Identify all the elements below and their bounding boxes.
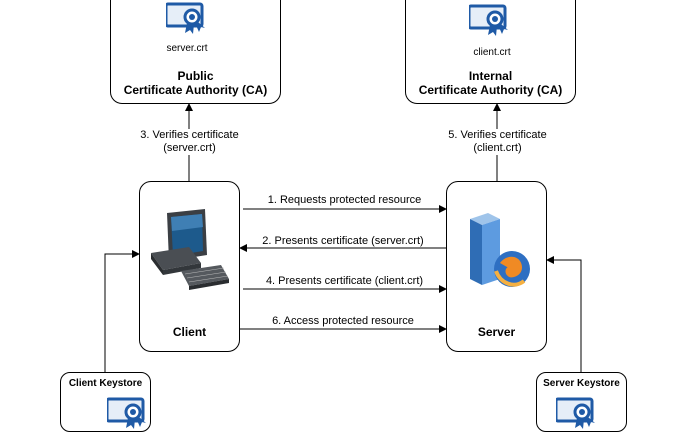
public-ca-title-line2: Certificate Authority (CA) [123,83,268,97]
verify-server-label-line2: (server.crt) [120,142,259,155]
server-label: Server [477,325,516,339]
certificate-icon [469,4,510,38]
public-ca-file: server.crt [166,43,208,54]
verify-server-label-line1: 3. Verifies certificate [120,129,259,142]
client-label: Client [172,325,207,339]
server-icon [470,213,530,287]
internal-ca-title-line2: Certificate Authority (CA) [418,83,563,97]
internal-ca-file: client.crt [473,47,511,58]
desktop-computer-icon [151,209,229,290]
certificate-icon [166,2,207,36]
verify-client-label-line2: (client.crt) [428,142,567,155]
diagram-canvas [104,103,582,372]
step2-label: 2. Presents certificate (server.crt) [262,235,424,247]
step6-label: 6. Access protected resource [272,315,414,327]
client-keystore-connector [104,250,140,372]
server-keystore-connector [546,256,582,372]
certificate-icon [556,397,597,431]
client-keystore-label: Client Keystore [68,378,143,389]
public-ca-title-line1: Public [177,69,214,83]
internal-ca-title-line1: Internal [468,69,513,83]
verify-client-label-line1: 5. Verifies certificate [428,129,567,142]
certificate-icon [107,397,148,431]
step4-label: 4. Presents certificate (client.crt) [265,275,424,287]
step1-label: 1. Requests protected resource [267,194,422,206]
server-keystore-label: Server Keystore [543,378,620,389]
